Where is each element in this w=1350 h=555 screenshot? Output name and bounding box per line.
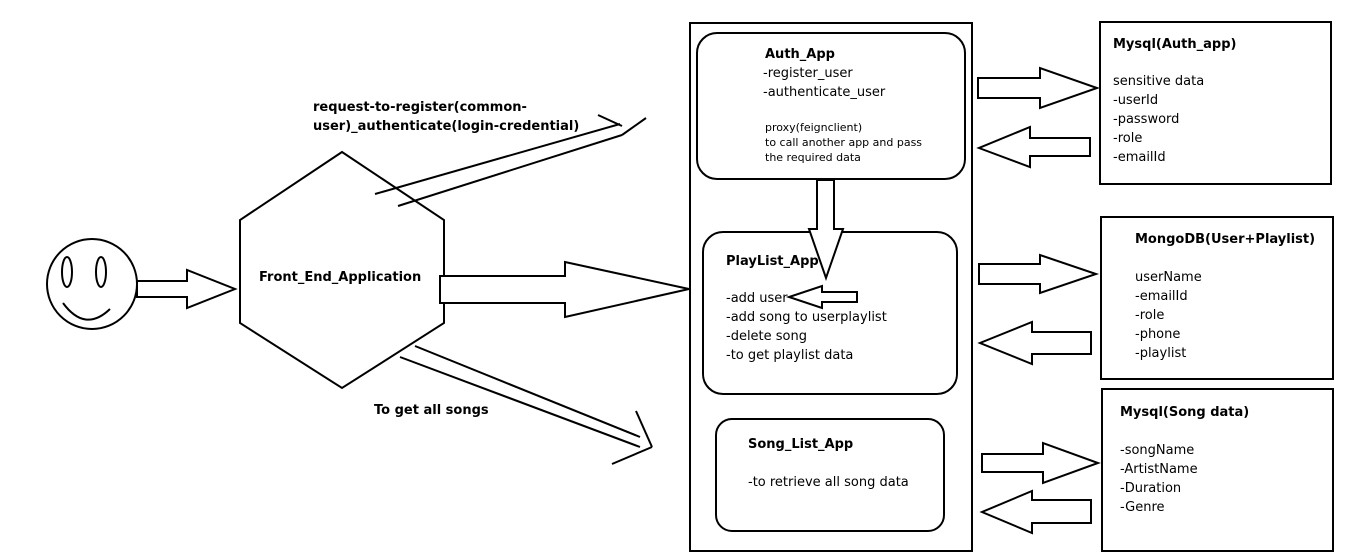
mysql-auth-field: -password [1113, 112, 1180, 127]
mysql-song-box [1101, 388, 1334, 552]
mongodb-field: userName [1135, 270, 1202, 285]
playlist-app-title: PlayList_App [726, 254, 819, 269]
playlist-app-item: -to get playlist data [726, 348, 854, 363]
playlist-app-item: -add user [726, 291, 788, 306]
mysql-auth-field: -emailId [1113, 150, 1166, 165]
songlist-app-title: Song_List_App [748, 437, 854, 452]
register-auth-flow-label: request-to-register(common- user)_authen… [313, 100, 580, 134]
mongodb-title: MongoDB(User+Playlist) [1135, 232, 1316, 247]
mongodb-field: -emailId [1135, 289, 1188, 304]
songlist-app-box [715, 418, 945, 532]
mongodb-field: -role [1135, 308, 1165, 323]
get-songs-flow-label: To get all songs [374, 403, 489, 418]
auth-app-proxy-note: proxy(feignclient) to call another app a… [765, 120, 922, 165]
mongodb-box [1100, 216, 1334, 380]
mysql-auth-field: -role [1113, 131, 1143, 146]
get-songs-arrow [399, 345, 653, 465]
mysql-auth-items: sensitive data -userId -password -role -… [1113, 72, 1204, 167]
mongodb-field: -phone [1135, 327, 1181, 342]
mysql-to-auth-arrow [976, 125, 1091, 169]
register-auth-arrow [374, 114, 647, 207]
auth-app-item: -authenticate_user [763, 85, 886, 100]
frontend-to-playlist-arrow [439, 260, 690, 319]
mongodb-field: -playlist [1135, 346, 1187, 361]
mongodb-items: userName -emailId -role -phone -playlist [1135, 268, 1202, 363]
proxy-note-line: proxy(feignclient) [765, 121, 863, 134]
user-to-frontend-arrow [136, 268, 238, 310]
mysql-song-items: -songName -ArtistName -Duration -Genre [1120, 441, 1198, 517]
mysql-song-title: Mysql(Song data) [1120, 405, 1250, 420]
front-end-label: Front_End_Application [259, 270, 422, 285]
songlist-app-item: -to retrieve all song data [748, 475, 909, 490]
proxy-note-line: to call another app and pass [765, 136, 923, 149]
mysql-auth-field: sensitive data [1113, 74, 1205, 89]
auth-app-title: Auth_App [765, 47, 835, 62]
songlist-to-mysql-arrow [981, 441, 1101, 485]
front-end-hexagon [239, 150, 445, 390]
mysql-auth-title: Mysql(Auth_app) [1113, 37, 1237, 52]
mysql-song-field: -Genre [1120, 500, 1165, 515]
auth-to-playlist-arrow [807, 179, 845, 282]
mysql-to-songlist-arrow [979, 489, 1092, 535]
proxy-note-line: the required data [765, 151, 861, 164]
add-user-arrow [785, 284, 858, 310]
playlist-app-item: -delete song [726, 329, 807, 344]
smiley-face-icon [46, 238, 138, 330]
mysql-song-field: -Duration [1120, 481, 1182, 496]
playlist-app-item: -add song to userplaylist [726, 310, 887, 325]
auth-app-item: -register_user [763, 66, 853, 81]
mysql-song-field: -ArtistName [1120, 462, 1198, 477]
playlist-to-mongodb-arrow [978, 253, 1100, 295]
mongodb-to-playlist-arrow [977, 320, 1092, 366]
auth-app-items: -register_user -authenticate_user [763, 64, 885, 102]
auth-to-mysql-arrow [977, 66, 1101, 110]
playlist-app-items: -add user -add song to userplaylist -del… [726, 289, 887, 365]
mysql-auth-box [1099, 21, 1332, 185]
mysql-song-field: -songName [1120, 443, 1195, 458]
mysql-auth-field: -userId [1113, 93, 1159, 108]
